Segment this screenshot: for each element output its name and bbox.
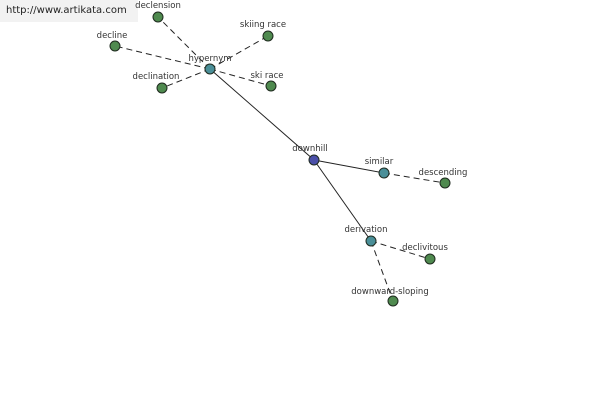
node-derivation[interactable] <box>365 235 377 247</box>
node-skiing-race[interactable] <box>262 30 274 42</box>
label-downhill: downhill <box>292 144 327 154</box>
node-hypernym[interactable] <box>204 63 216 75</box>
node-descending[interactable] <box>439 177 451 189</box>
label-declination: declination <box>133 72 180 82</box>
label-hypernym: hypernym <box>188 54 231 64</box>
edge-downhill-similar <box>313 159 385 174</box>
node-decline[interactable] <box>109 40 121 52</box>
node-declination[interactable] <box>156 82 168 94</box>
edge-hypernym-decline <box>114 45 211 70</box>
labels-layer: downhill hypernym similar derivation declens… <box>97 1 468 297</box>
nodes-layer <box>109 11 451 307</box>
edge-similar-descending <box>383 172 446 184</box>
node-similar[interactable] <box>378 167 390 179</box>
watermark-url: http://www.artikata.com <box>0 0 138 22</box>
node-ski-race[interactable] <box>265 80 277 92</box>
node-declension[interactable] <box>152 11 164 23</box>
edge-derivation-declivitous <box>370 240 431 260</box>
label-declivitous: declivitous <box>402 243 448 253</box>
label-skiing-race: skiing race <box>240 20 286 30</box>
edge-hypernym-declension <box>157 16 211 70</box>
node-downward-sloping[interactable] <box>387 295 399 307</box>
edge-downhill-hypernym <box>209 68 315 161</box>
edges-layer <box>114 16 446 302</box>
edge-hypernym-skiing_race <box>209 35 269 70</box>
label-derivation: derivation <box>344 225 387 235</box>
node-declivitous[interactable] <box>424 253 436 265</box>
label-descending: descending <box>419 168 468 178</box>
label-similar: similar <box>365 157 394 167</box>
node-downhill[interactable] <box>308 154 320 166</box>
label-declension: declension <box>135 1 181 11</box>
label-downward-sloping: downward-sloping <box>351 287 428 297</box>
edge-hypernym-ski_race <box>209 68 272 87</box>
label-ski-race: ski race <box>250 71 283 81</box>
edge-hypernym-declination <box>161 68 211 89</box>
edge-downhill-derivation <box>313 159 372 242</box>
label-decline: decline <box>97 31 128 41</box>
edge-derivation-downward_sloping <box>370 240 394 302</box>
